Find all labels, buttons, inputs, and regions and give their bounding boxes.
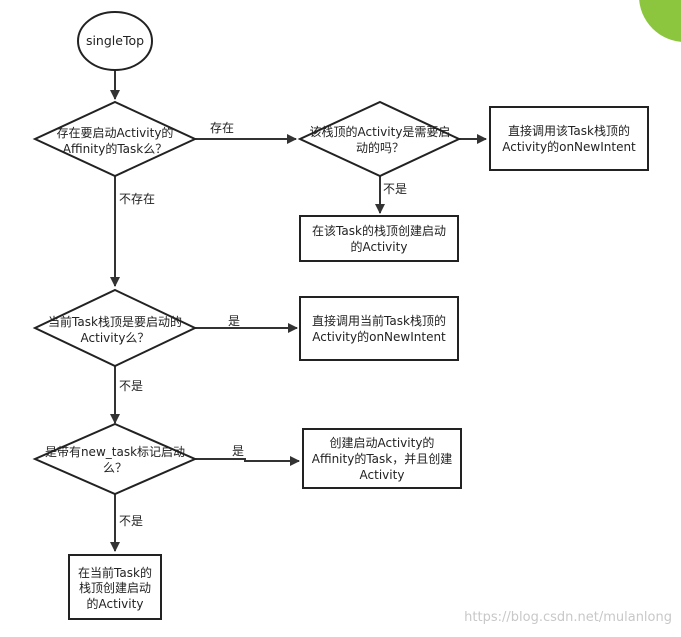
box-create-task-line1: 创建启动Activity的	[330, 435, 435, 450]
box-create-on-top-line1: 在该Task的栈顶创建启动	[312, 223, 446, 238]
decision-new-task	[32, 422, 198, 496]
decision-top-needed-line2: 动的吗？	[356, 140, 404, 155]
watermark: https://blog.csdn.net/mulanlong	[464, 610, 672, 625]
decision-top-needed	[297, 100, 462, 178]
box-call-current-top-line1: 直接调用当前Task栈顶的	[312, 313, 446, 328]
box-create-task	[302, 428, 462, 489]
box-current-task-top-line1: 在当前Task的	[78, 565, 152, 580]
box-create-task-line2: Affinity的Task，并且创建	[312, 451, 452, 466]
box-call-current-top-line2: Activity的onNewIntent	[312, 329, 446, 344]
box-create-on-top-line2: 的Activity	[351, 239, 408, 254]
box-current-task-top-line3: 的Activity	[87, 596, 144, 611]
decision-task-exists	[32, 100, 198, 178]
accent-circle	[639, 0, 681, 42]
decision-current-top-line2: Activity么？	[81, 331, 150, 345]
decision-current-top-line1: 当前Task栈顶是要启动的	[48, 314, 182, 329]
decision-top-needed-line1: 该栈顶的Activity是需要启	[310, 124, 451, 139]
label-no-3: 不是	[119, 514, 143, 528]
label-exists: 存在	[210, 121, 234, 135]
box-current-task-top-line2: 栈顶创建启动	[79, 580, 151, 595]
decision-task-exists-line1: 存在要启动Activity的	[57, 125, 174, 140]
start-node	[77, 11, 153, 71]
edge-d4-to-box4	[195, 456, 300, 466]
start-node-label: singleTop	[86, 33, 144, 48]
box-call-current-top	[299, 296, 459, 361]
decision-new-task-line2: 么？	[103, 461, 127, 475]
label-no-2: 不是	[119, 379, 143, 393]
box-call-task-top-line1: 直接调用该Task栈顶的	[508, 123, 630, 138]
box-call-task-top	[489, 106, 649, 171]
box-create-task-line3: Activity	[360, 468, 405, 482]
box-create-on-top	[299, 215, 459, 262]
decision-current-top	[32, 288, 198, 368]
box-call-task-top-line2: Activity的onNewIntent	[502, 139, 636, 154]
label-no-1: 不是	[383, 182, 407, 196]
box-current-task-top	[68, 554, 162, 620]
label-yes-2: 是	[232, 444, 244, 458]
label-yes-1: 是	[228, 314, 240, 328]
decision-task-exists-line2: Affinity的Task么？	[63, 141, 167, 156]
label-not-exists: 不存在	[119, 192, 155, 206]
decision-new-task-line1: 是带有new_task标记启动	[45, 445, 185, 459]
